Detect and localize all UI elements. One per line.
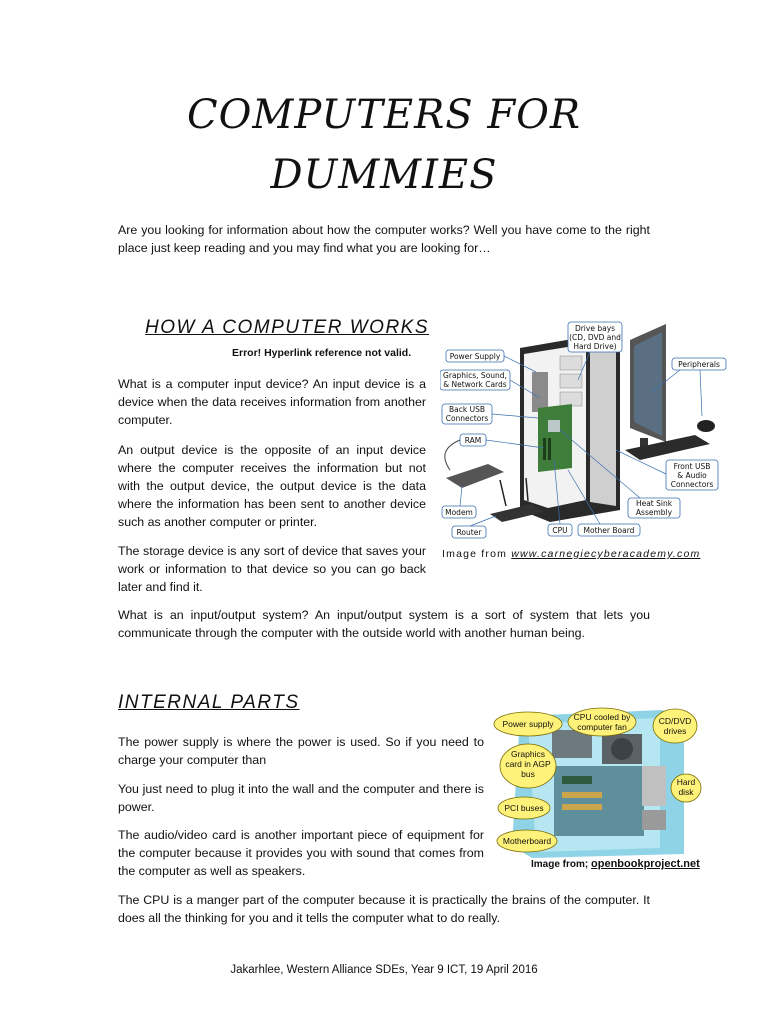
figure2-caption-prefix: Image from; bbox=[531, 859, 592, 870]
section-heading-internal-parts: INTERNAL PARTS bbox=[118, 692, 300, 713]
page-footer: Jakarhlee, Western Alliance SDEs, Year 9… bbox=[230, 964, 538, 976]
label-graphics-card: Graphics bbox=[511, 749, 545, 759]
keyboard-icon bbox=[625, 435, 710, 460]
label-back-usb-2: Connectors bbox=[446, 414, 489, 423]
label-graphics: Graphics, Sound, bbox=[443, 371, 507, 380]
paragraph-io-system: What is an input/output system? An input… bbox=[118, 608, 650, 640]
heat-sink-icon bbox=[548, 420, 560, 432]
label-cd-dvd: CD/DVD bbox=[659, 716, 692, 726]
label-hard-disk: Hard bbox=[677, 777, 696, 787]
label-drive-bays-3: Hard Drive) bbox=[573, 342, 616, 351]
paragraph-power-supply: The power supply is where the power is u… bbox=[118, 735, 484, 767]
label-ram: RAM bbox=[465, 436, 482, 445]
label-front-usb-2: & Audio bbox=[677, 471, 707, 480]
figure2-caption-link[interactable]: openbookproject.net bbox=[591, 858, 700, 870]
label-modem: Modem bbox=[445, 508, 473, 517]
label-motherboard-2: Motherboard bbox=[503, 836, 551, 846]
label-graphics-2: & Network Cards bbox=[443, 380, 506, 389]
label-mother-board: Mother Board bbox=[584, 526, 635, 535]
internal-parts-photo: Power supply CPU cooled by computer fan … bbox=[493, 707, 702, 858]
label-front-usb: Front USB bbox=[674, 462, 711, 471]
label-peripherals: Peripherals bbox=[678, 360, 720, 369]
paragraph-storage-device: The storage device is any sort of device… bbox=[118, 544, 426, 594]
figure1-caption-prefix: Image from bbox=[442, 548, 512, 560]
label-back-usb: Back USB bbox=[449, 405, 485, 414]
label-router: Router bbox=[457, 528, 483, 537]
label-cd-dvd-2: drives bbox=[664, 726, 687, 736]
label-drive-bays: Drive bays bbox=[575, 324, 615, 333]
page-title-line1: COMPUTERS FOR bbox=[186, 92, 582, 138]
label-power-supply: Power Supply bbox=[450, 352, 501, 361]
label-cpu-fan: CPU cooled by bbox=[574, 712, 631, 722]
modem-icon bbox=[446, 464, 504, 488]
computer-parts-diagram: Drive bays (CD, DVD and Hard Drive) Powe… bbox=[440, 321, 727, 539]
mouse-icon bbox=[697, 420, 715, 432]
figure1-caption: Image from www.carnegiecyberacademy.com bbox=[442, 548, 700, 560]
label-cpu: CPU bbox=[552, 526, 567, 535]
paragraph-audio-video-card: The audio/video card is another importan… bbox=[118, 828, 484, 878]
label-heat-sink-2: Assembly bbox=[636, 508, 673, 517]
label-power-supply-2: Power supply bbox=[502, 719, 554, 729]
label-graphics-card-3: bus bbox=[521, 769, 535, 779]
section-heading-how-computer-works: HOW A COMPUTER WORKS bbox=[145, 317, 430, 338]
label-heat-sink: Heat Sink bbox=[636, 499, 673, 508]
paragraph-plug-in: You just need to plug it into the wall a… bbox=[118, 782, 484, 814]
label-pci-buses: PCI buses bbox=[504, 803, 543, 813]
label-graphics-card-2: card in AGP bbox=[505, 759, 551, 769]
paragraph-output-device: An output device is the opposite of an i… bbox=[118, 443, 426, 529]
paragraph-input-device: What is a computer input device? An inpu… bbox=[118, 377, 426, 427]
intro-paragraph: Are you looking for information about ho… bbox=[118, 223, 650, 255]
label-cpu-fan-2: computer fan bbox=[577, 722, 627, 732]
paragraph-cpu: The CPU is a manger part of the computer… bbox=[118, 893, 650, 925]
page-title-line2: DUMMIES bbox=[270, 152, 498, 198]
figure1-caption-link[interactable]: www.carnegiecyberacademy.com bbox=[511, 548, 701, 560]
label-hard-disk-2: disk bbox=[678, 787, 694, 797]
hyperlink-error-text: Error! Hyperlink reference not valid. bbox=[232, 347, 412, 359]
router-icon bbox=[490, 504, 544, 522]
label-drive-bays-2: (CD, DVD and bbox=[569, 333, 621, 342]
figure2-caption: Image from; openbookproject.net bbox=[531, 858, 700, 870]
label-front-usb-3: Connectors bbox=[671, 480, 714, 489]
